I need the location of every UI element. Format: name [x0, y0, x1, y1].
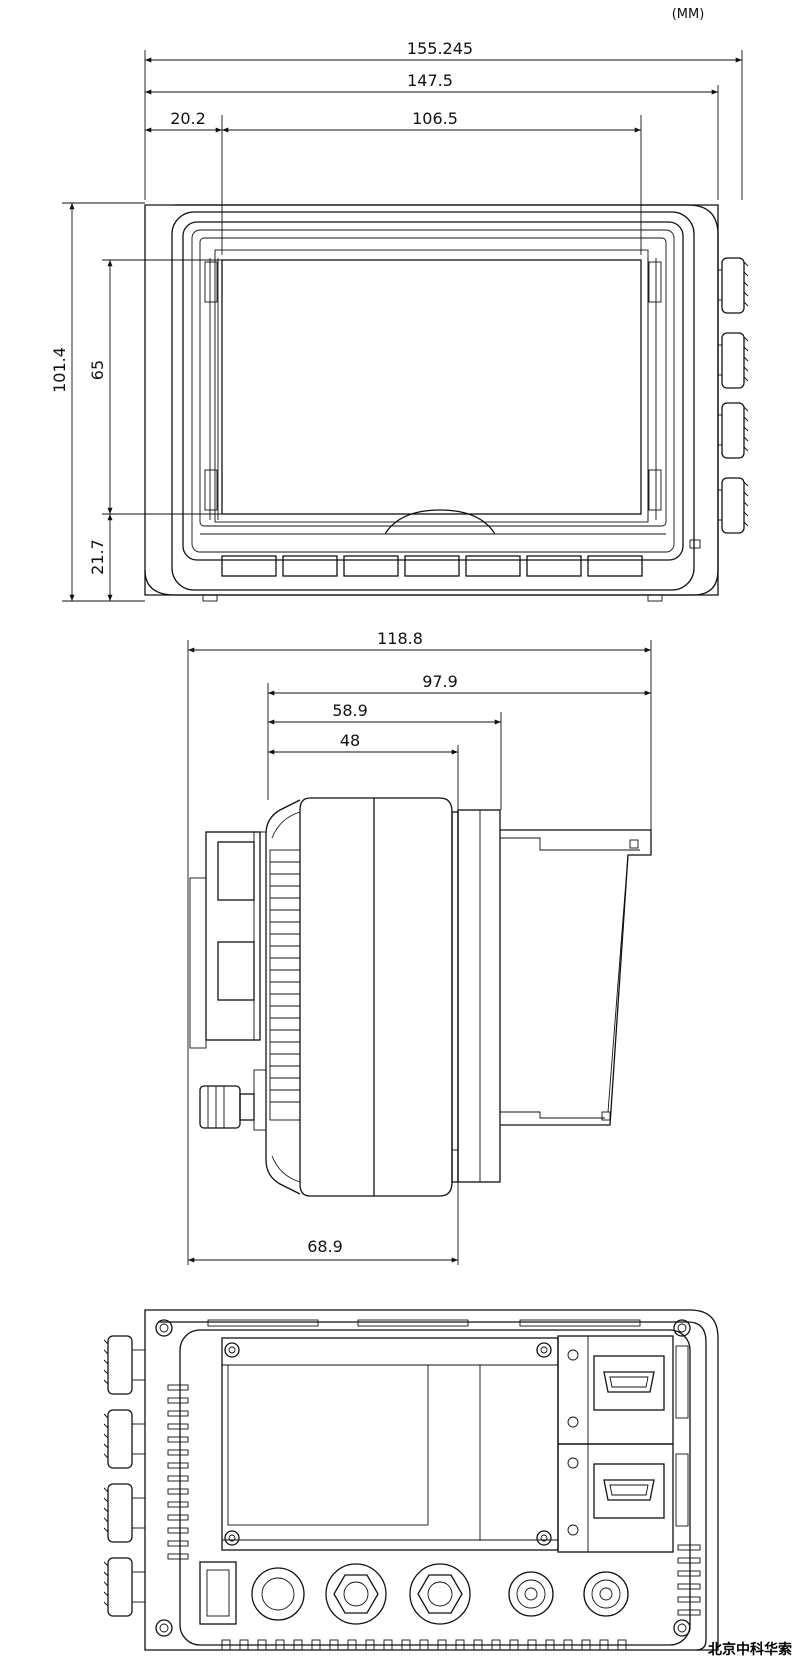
dim-connector-depth: 68.9	[307, 1237, 343, 1256]
front-button-row	[221, 555, 643, 577]
side-bnc-connector	[199, 1069, 267, 1131]
sun-hood	[500, 829, 652, 1126]
dim-body-width: 147.5	[407, 71, 453, 90]
heat-sink-fins	[269, 849, 301, 1121]
hdmi-port-1	[557, 1335, 689, 1445]
units-label: (MM)	[672, 7, 705, 22]
front-view: 155.245 147.5 20.2 106.5 101.4 65 21.7	[50, 39, 749, 602]
dim-body-depth-b: 48	[340, 731, 360, 750]
right-vent-slats	[677, 1544, 701, 1616]
dim-left-offset: 20.2	[170, 109, 206, 128]
dim-overall-depth: 118.8	[377, 629, 423, 648]
power-switch	[199, 1561, 237, 1625]
dim-body-depth-a: 58.9	[332, 701, 368, 720]
bottom-vent-slots	[221, 1639, 627, 1651]
hdmi-port-2	[557, 1443, 689, 1553]
bnc-connector-2	[409, 1563, 471, 1625]
dim-overall-width: 155.245	[407, 39, 473, 58]
left-vent-slats	[167, 1384, 189, 1560]
dim-bottom-offset: 21.7	[88, 539, 107, 575]
audio-jack-1	[508, 1571, 554, 1617]
bnc-connector-1	[325, 1563, 387, 1625]
back-knobs	[103, 1335, 145, 1617]
watermark: 北京中科华索	[708, 1641, 792, 1658]
dim-screen-width: 106.5	[412, 109, 458, 128]
dim-screen-height: 65	[88, 360, 107, 380]
audio-jack-2	[583, 1571, 629, 1617]
side-view: 118.8 97.9 58.9 48 68.9	[187, 629, 652, 1265]
dim-overall-height: 101.4	[50, 347, 69, 393]
front-knobs	[718, 257, 749, 534]
dc-power-jack	[251, 1567, 305, 1621]
back-view	[103, 1309, 719, 1651]
dim-hood-depth: 97.9	[422, 672, 458, 691]
